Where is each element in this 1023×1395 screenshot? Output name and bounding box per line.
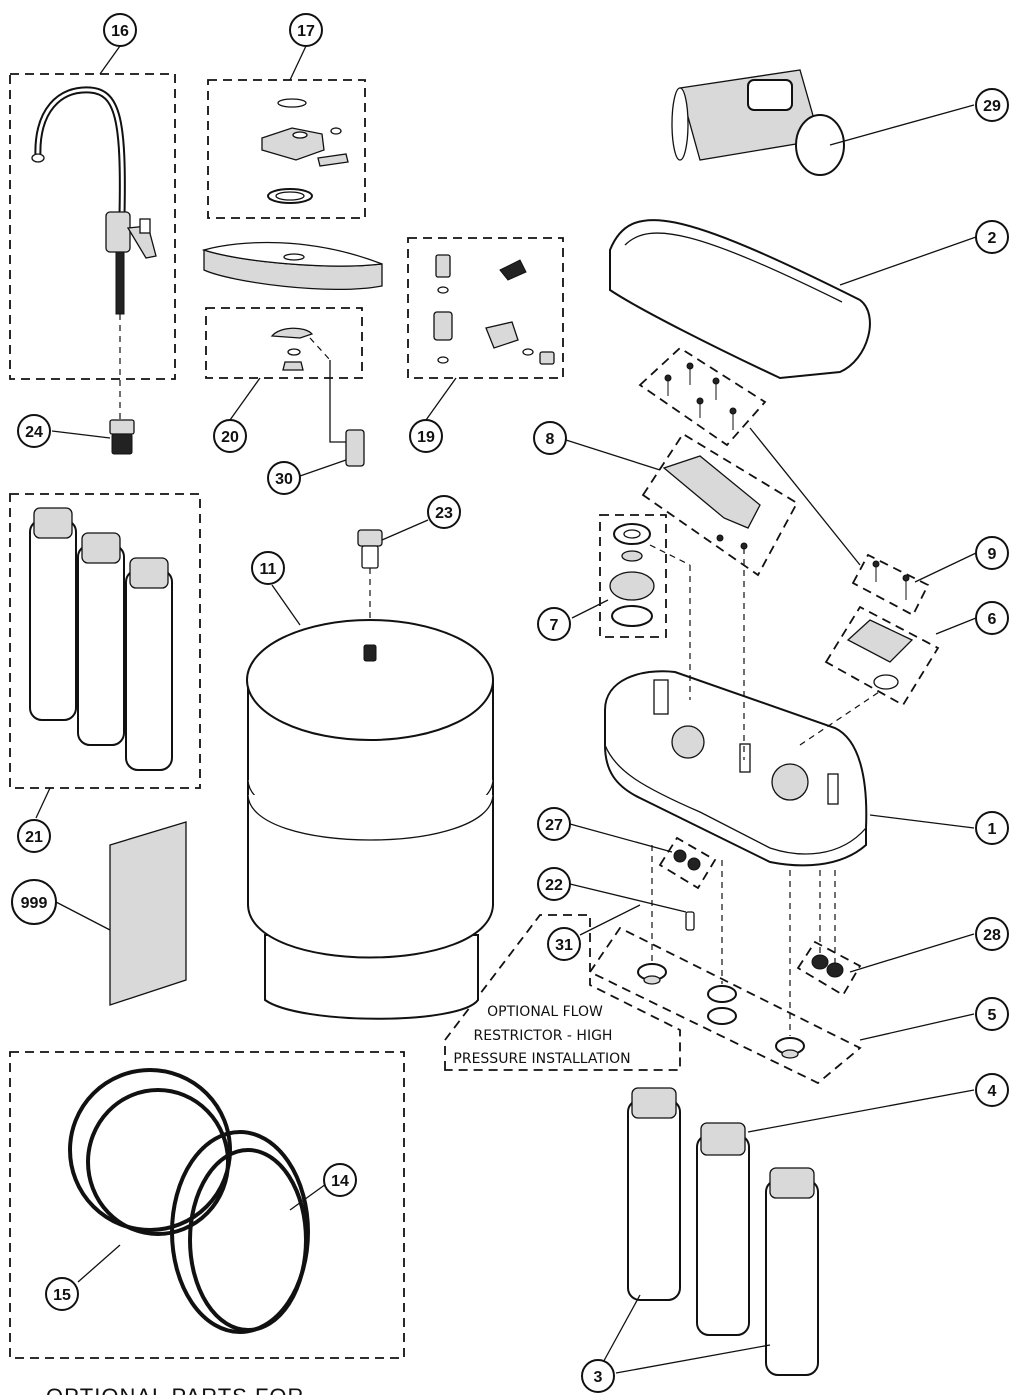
callout-6-label: 6 — [988, 611, 997, 628]
callout-2: 2 — [975, 220, 1009, 254]
callout-9: 9 — [975, 536, 1009, 570]
callout-23-label: 23 — [435, 505, 453, 522]
tubing-part — [68, 1068, 310, 1334]
callout-22: 22 — [537, 867, 571, 901]
callout-14: 14 — [323, 1163, 357, 1197]
callout-14-label: 14 — [331, 1173, 349, 1190]
callout-9-label: 9 — [988, 546, 997, 563]
kit-box-17 — [207, 79, 366, 219]
callout-21-label: 21 — [25, 829, 43, 846]
note-line-2: RESTRICTOR - HIGH — [474, 1028, 613, 1044]
filter-cartridges-part — [627, 1087, 819, 1376]
bracket-part — [662, 455, 761, 550]
flow-restrictor-part — [685, 911, 695, 931]
callout-28-label: 28 — [983, 927, 1001, 944]
cover-screws-part — [664, 362, 737, 430]
callout-16: 16 — [103, 13, 137, 47]
callout-23: 23 — [427, 495, 461, 529]
callout-27-label: 27 — [545, 817, 563, 834]
note-line-1: OPTIONAL FLOW — [487, 1004, 603, 1020]
kit-box-31 — [444, 914, 681, 1071]
callout-29-label: 29 — [983, 98, 1001, 115]
callout-28: 28 — [975, 917, 1009, 951]
callout-15-label: 15 — [53, 1287, 71, 1304]
callout-2-label: 2 — [988, 230, 997, 247]
callout-11-label: 11 — [260, 561, 277, 578]
callout-17-label: 17 — [297, 23, 315, 40]
kit-box-8 — [641, 432, 799, 577]
callout-29: 29 — [975, 88, 1009, 122]
faucet-mount-kit-part — [261, 98, 349, 204]
note-line-3: PRESSURE INSTALLATION — [453, 1051, 630, 1067]
o-rings-part — [637, 963, 805, 1059]
faucet-base-plate-part — [201, 241, 383, 291]
callout-1: 1 — [975, 811, 1009, 845]
tank-valve-part — [357, 529, 383, 569]
kit-box-14-15 — [9, 1051, 405, 1359]
check-valve-kit-part — [609, 523, 655, 627]
manual-part — [109, 821, 187, 1006]
kit-box-21 — [9, 493, 201, 789]
callout-30: 30 — [267, 461, 301, 495]
callout-19-label: 19 — [417, 429, 435, 446]
callout-20-label: 20 — [221, 429, 239, 446]
callout-1-label: 1 — [988, 821, 997, 838]
port-plugs-part — [811, 954, 844, 978]
callout-999: 999 — [11, 879, 57, 925]
bracket-screws-part — [872, 560, 910, 600]
kit-box-6 — [824, 605, 940, 707]
callout-999-label: 999 — [21, 895, 48, 912]
callout-15: 15 — [45, 1277, 79, 1311]
faucet-adapter-part — [109, 419, 135, 455]
callout-21: 21 — [17, 819, 51, 853]
callout-24-label: 24 — [25, 424, 43, 441]
housing-cover-part — [609, 219, 871, 380]
kit-box-screws-2 — [638, 346, 767, 447]
filter-cartridge-set-part — [29, 507, 173, 771]
kit-box-27 — [658, 836, 717, 890]
callout-27: 27 — [537, 807, 571, 841]
footer-caption: OPTIONAL PARTS FOR — [46, 1384, 304, 1395]
kit-box-7 — [599, 514, 667, 638]
kit-box-16 — [9, 73, 176, 380]
check-plugs-part — [673, 849, 701, 871]
feed-water-adapter-part — [671, 69, 845, 176]
callout-3-label: 3 — [594, 1369, 603, 1386]
kit-box-28 — [796, 940, 862, 997]
callout-5-label: 5 — [988, 1007, 997, 1024]
callout-11: 11 — [251, 551, 285, 585]
kit-box-9 — [851, 553, 930, 617]
callout-20: 20 — [213, 419, 247, 453]
kit-box-19 — [407, 237, 564, 379]
kit-box-5 — [588, 926, 862, 1085]
callout-6: 6 — [975, 601, 1009, 635]
valve-cap-part — [846, 619, 914, 690]
callout-3: 3 — [581, 1359, 615, 1393]
callout-4-label: 4 — [988, 1083, 997, 1100]
callout-8-label: 8 — [546, 431, 555, 448]
callout-31-label: 31 — [555, 937, 573, 954]
fittings-kit-part — [433, 254, 555, 365]
callout-30-label: 30 — [275, 471, 293, 488]
spacer-part — [345, 429, 365, 467]
mount-hardware-part — [270, 327, 314, 371]
manifold-housing-part — [604, 670, 868, 867]
callout-17: 17 — [289, 13, 323, 47]
callout-7: 7 — [537, 607, 571, 641]
kit-box-20 — [205, 307, 363, 379]
callout-19: 19 — [409, 419, 443, 453]
callout-8: 8 — [533, 421, 567, 455]
callout-22-label: 22 — [545, 877, 563, 894]
callout-7-label: 7 — [550, 617, 559, 634]
callout-24: 24 — [17, 414, 51, 448]
faucet-part — [31, 86, 157, 315]
callout-5: 5 — [975, 997, 1009, 1031]
callout-31: 31 — [547, 927, 581, 961]
storage-tank-part — [246, 619, 494, 1020]
callout-4: 4 — [975, 1073, 1009, 1107]
callout-16-label: 16 — [111, 23, 129, 40]
